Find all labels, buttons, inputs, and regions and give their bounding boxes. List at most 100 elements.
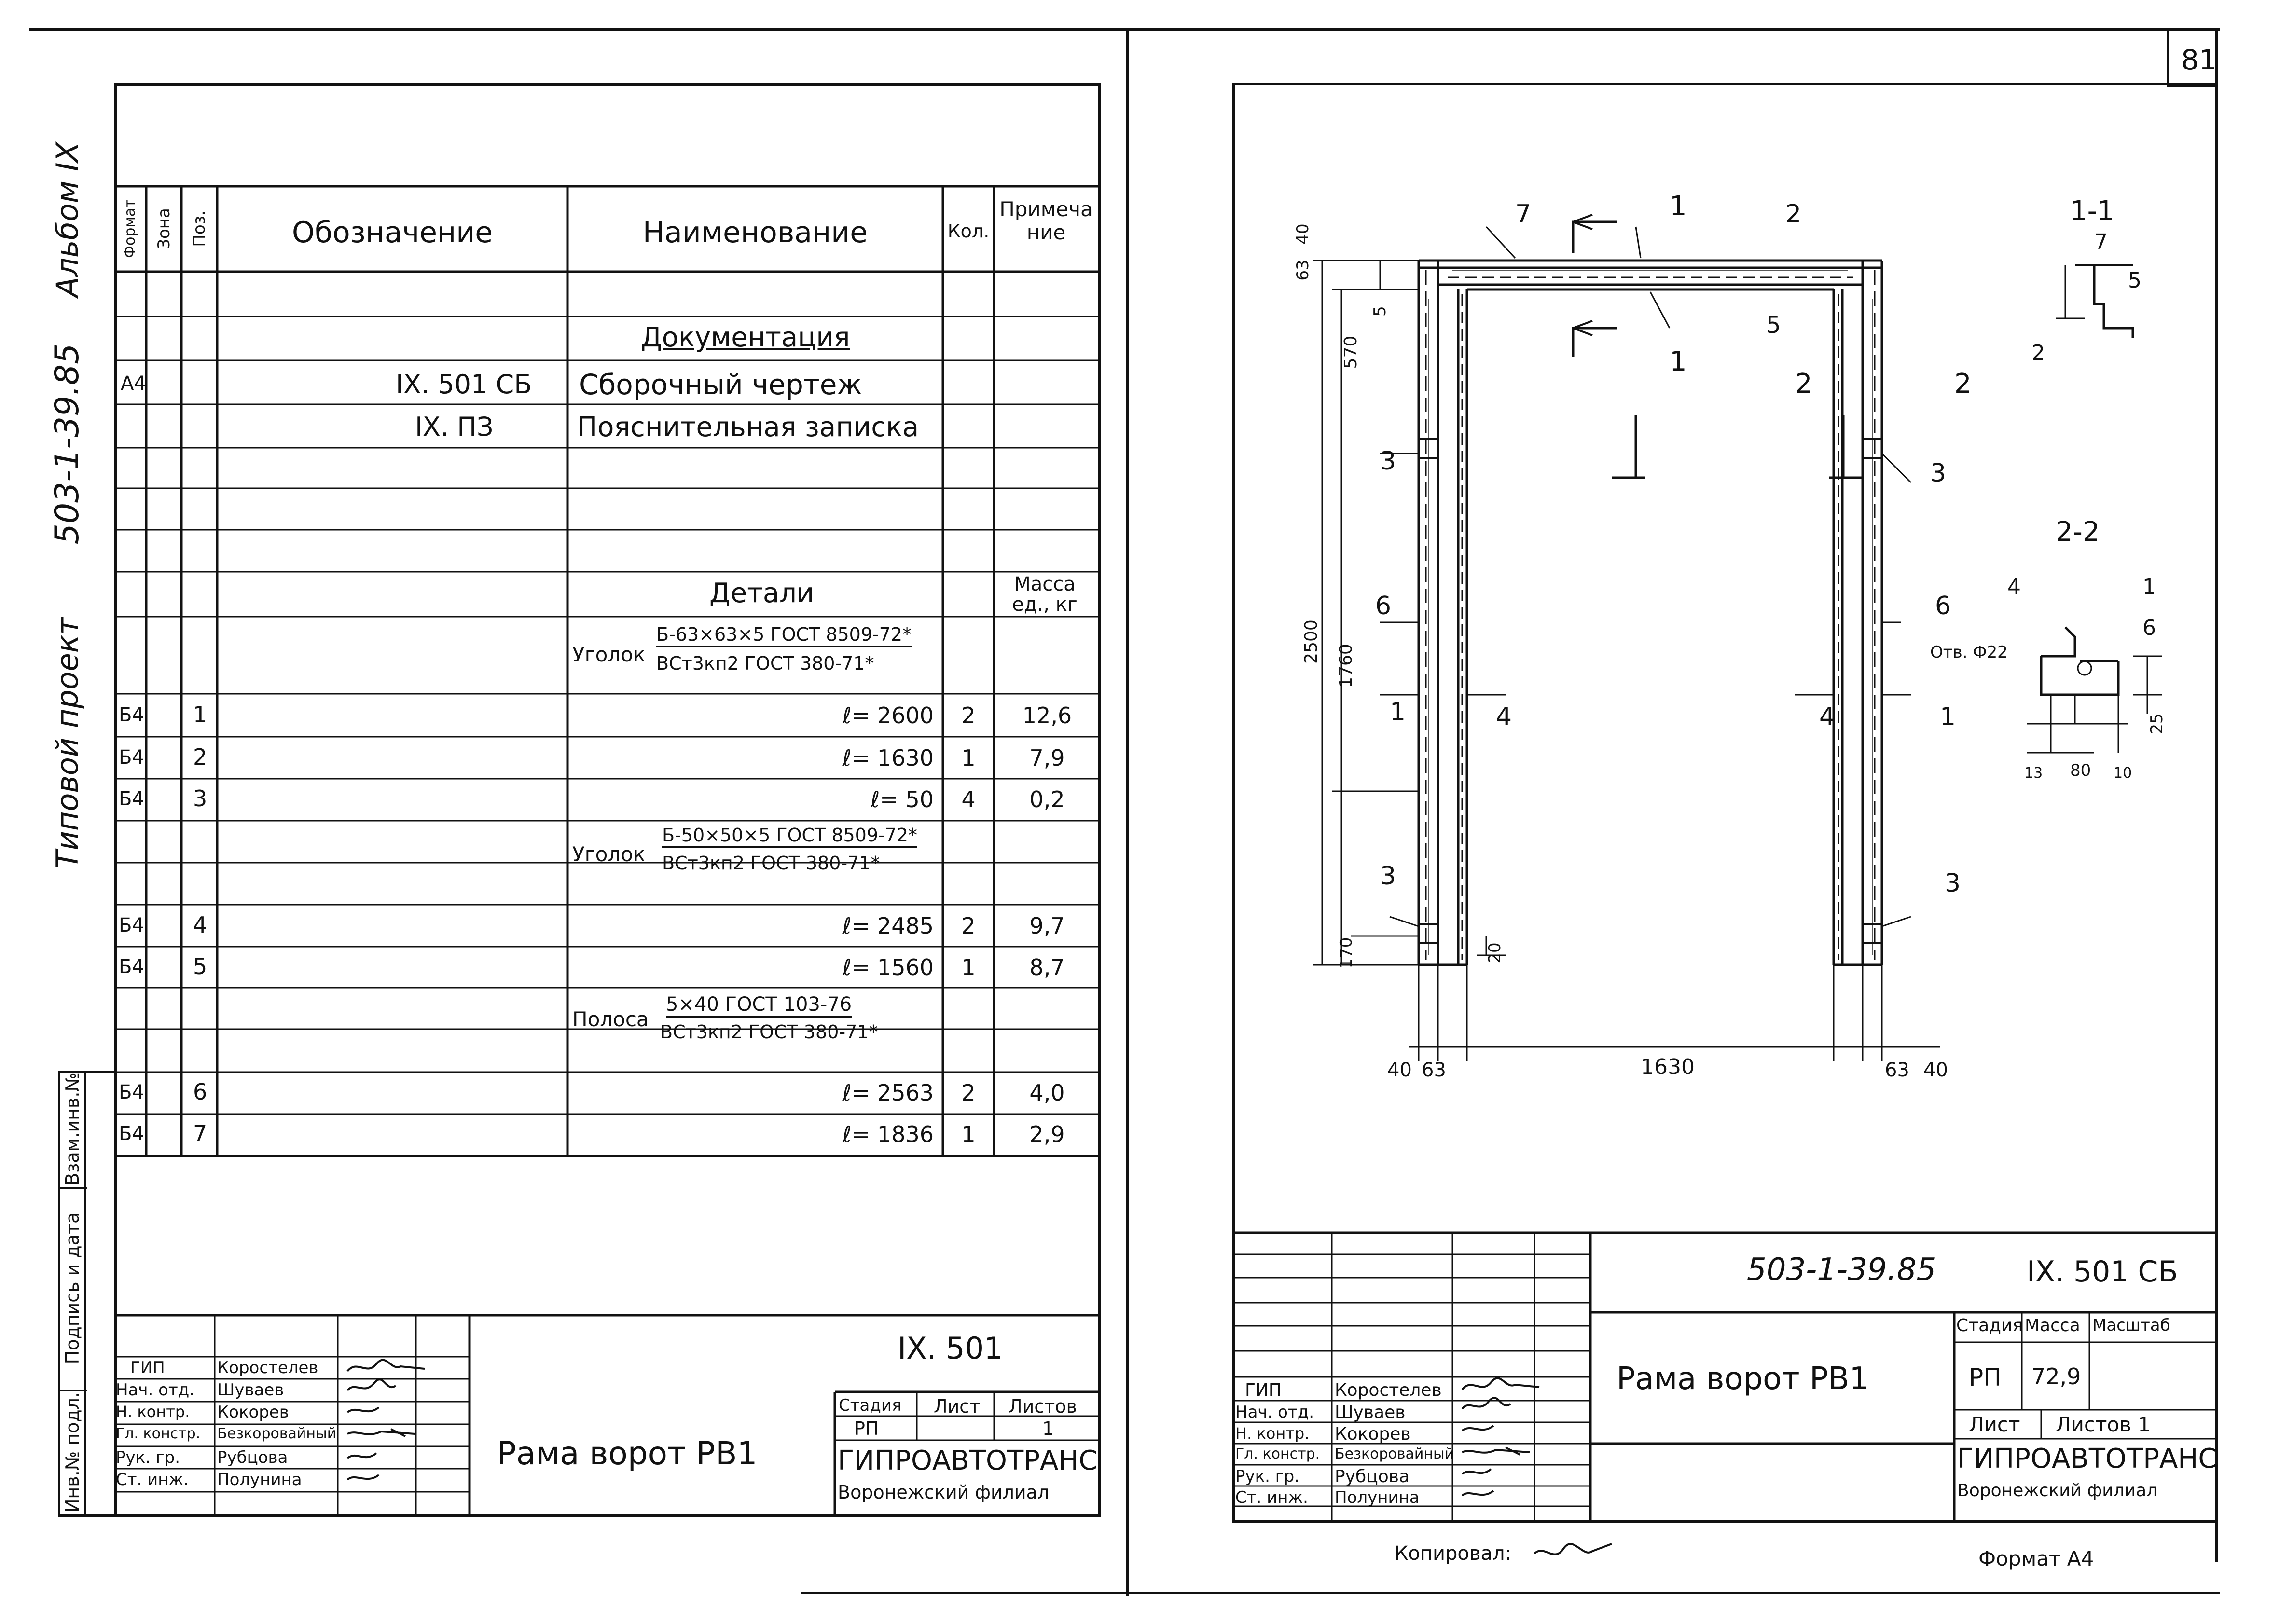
item1-mass: 12,6 bbox=[1022, 702, 1072, 729]
pos-3-lr: 3 bbox=[1945, 869, 1961, 898]
item7-mass: 2,9 bbox=[1029, 1121, 1065, 1147]
hdr-qty: Кол. bbox=[947, 220, 990, 242]
item2-qty: 1 bbox=[961, 745, 976, 771]
left-role-1: Нач. отд. bbox=[116, 1380, 195, 1400]
hdr-designation: Обозначение bbox=[291, 216, 493, 249]
right-doc: IX. 501 СБ bbox=[2027, 1255, 2178, 1289]
left-role-3: Гл. констр. bbox=[116, 1425, 201, 1442]
copied-label: Копировал: bbox=[1395, 1542, 1512, 1565]
left-signatures bbox=[346, 1359, 425, 1481]
dim-1630: 1630 bbox=[1641, 1055, 1695, 1079]
pos-4-l: 4 bbox=[1496, 702, 1512, 731]
left-sheet-label: Лист bbox=[934, 1396, 981, 1417]
item6-qty: 2 bbox=[961, 1080, 976, 1106]
right-sheets-label: Листов 1 bbox=[2056, 1413, 2151, 1436]
item3-format: Б4 bbox=[119, 788, 144, 810]
g1-steel: ВСт3кп2 ГОСТ 380-71* bbox=[656, 653, 874, 674]
right-name-2: Кокорев bbox=[1335, 1424, 1411, 1444]
hdr-name: Наименование bbox=[642, 216, 868, 249]
pos-2: 2 bbox=[1785, 200, 1802, 229]
g2-steel: ВСт3кп2 ГОСТ 380-71* bbox=[662, 853, 880, 874]
top-border bbox=[29, 28, 2220, 31]
sheet-number-box bbox=[2167, 31, 2218, 87]
item5-format: Б4 bbox=[119, 956, 144, 978]
right-branch: Воронежский филиал bbox=[1957, 1481, 2158, 1500]
doc-row2-designation: IX. ПЗ bbox=[415, 412, 494, 442]
item2-mass: 7,9 bbox=[1029, 745, 1065, 771]
right-frame-line bbox=[2215, 28, 2218, 1562]
right-signatures bbox=[1461, 1377, 1540, 1497]
left-role-4: Рук. гр. bbox=[116, 1448, 180, 1467]
g1-material: Уголок bbox=[572, 643, 646, 666]
left-stage: РП bbox=[854, 1418, 879, 1439]
pos-1-l: 1 bbox=[1390, 698, 1406, 727]
pos-4-r: 4 bbox=[1819, 702, 1836, 731]
right-org: ГИПРОАВТОТРАНС bbox=[1957, 1443, 2217, 1474]
g3-steel: ВСт3кп2 ГОСТ 380-71* bbox=[660, 1021, 878, 1043]
details-section-title: Детали bbox=[709, 578, 815, 609]
right-scale-label: Масштаб bbox=[2092, 1316, 2170, 1335]
pos-5: 5 bbox=[1766, 312, 1781, 339]
center-divider bbox=[1126, 28, 1129, 1596]
item2-format: Б4 bbox=[119, 746, 144, 769]
left-role-2: Н. контр. bbox=[116, 1403, 190, 1421]
g2-material: Уголок bbox=[572, 842, 646, 866]
pos-1-r: 1 bbox=[1940, 702, 1956, 731]
item5-mass: 8,7 bbox=[1029, 954, 1065, 980]
doc-section-title: Документация bbox=[641, 322, 850, 353]
pos-3-ul: 3 bbox=[1380, 447, 1396, 476]
item7-pos: 7 bbox=[193, 1120, 207, 1146]
item7-qty: 1 bbox=[961, 1121, 976, 1147]
hdr-note: Примечание bbox=[999, 197, 1093, 244]
label-section-11: 1-1 bbox=[2070, 195, 2114, 227]
right-role-0: ГИП bbox=[1245, 1380, 1282, 1400]
dim-80: 80 bbox=[2070, 761, 2091, 780]
item1-pos: 1 bbox=[193, 702, 207, 728]
dim-40-right: 40 bbox=[1923, 1059, 1948, 1081]
pos-6-l: 6 bbox=[1375, 592, 1392, 620]
label-section-22: 2-2 bbox=[2056, 516, 2100, 548]
left-name-4: Рубцова bbox=[217, 1448, 288, 1467]
label-hole: Отв. Ф22 bbox=[1930, 643, 2008, 662]
right-role-5: Ст. инж. bbox=[1235, 1488, 1308, 1507]
frame-drawing bbox=[1313, 214, 2162, 1061]
item6-mass: 4,0 bbox=[1029, 1080, 1065, 1106]
left-name-0: Коростелев bbox=[217, 1358, 318, 1377]
spec-table-grid bbox=[114, 185, 1101, 1157]
dim-13: 13 bbox=[2024, 765, 2043, 782]
right-name-0: Коростелев bbox=[1335, 1380, 1442, 1400]
item4-length: ℓ= 2485 bbox=[842, 913, 934, 939]
left-name-2: Кокорев bbox=[217, 1403, 289, 1422]
item3-mass: 0,2 bbox=[1029, 786, 1065, 812]
g3-material: Полоса bbox=[572, 1007, 649, 1031]
right-mass: 72,9 bbox=[2031, 1363, 2081, 1390]
item6-length: ℓ= 2563 bbox=[842, 1080, 934, 1106]
right-name-4: Рубцова bbox=[1335, 1467, 1410, 1486]
doc-row1-designation: IX. 501 СБ bbox=[396, 369, 532, 399]
right-role-3: Гл. констр. bbox=[1235, 1445, 1320, 1462]
dim-63-left: 63 bbox=[1422, 1059, 1446, 1081]
item5-length: ℓ= 1560 bbox=[842, 954, 934, 980]
left-name-3: Безкоровайный bbox=[217, 1425, 337, 1442]
pos-4-sec: 4 bbox=[2007, 575, 2021, 599]
stamp-side-frame bbox=[58, 1071, 115, 1517]
right-role-2: Н. контр. bbox=[1235, 1424, 1310, 1443]
right-title-grid bbox=[1232, 1231, 2215, 1523]
item1-format: Б4 bbox=[119, 704, 144, 726]
right-name-1: Шуваев bbox=[1335, 1403, 1406, 1422]
g3-profile: 5×40 ГОСТ 103-76 bbox=[666, 995, 852, 1018]
pos-6-sec: 6 bbox=[2142, 616, 2156, 640]
item2-length: ℓ= 1630 bbox=[842, 745, 934, 771]
item1-length: ℓ= 2600 bbox=[842, 702, 934, 729]
copied-signature bbox=[1534, 1543, 1612, 1555]
right-stage-label: Стадия bbox=[1956, 1316, 2023, 1335]
dim-10: 10 bbox=[2114, 765, 2132, 782]
dim-40-left: 40 bbox=[1387, 1059, 1412, 1081]
item7-length: ℓ= 1836 bbox=[842, 1121, 934, 1147]
pos-6-r: 6 bbox=[1935, 592, 1951, 620]
right-stage: РП bbox=[1969, 1363, 2002, 1391]
item7-format: Б4 bbox=[119, 1123, 144, 1145]
left-role-5: Ст. инж. bbox=[116, 1470, 189, 1489]
item3-length: ℓ= 50 bbox=[871, 786, 934, 812]
right-role-1: Нач. отд. bbox=[1235, 1403, 1314, 1422]
